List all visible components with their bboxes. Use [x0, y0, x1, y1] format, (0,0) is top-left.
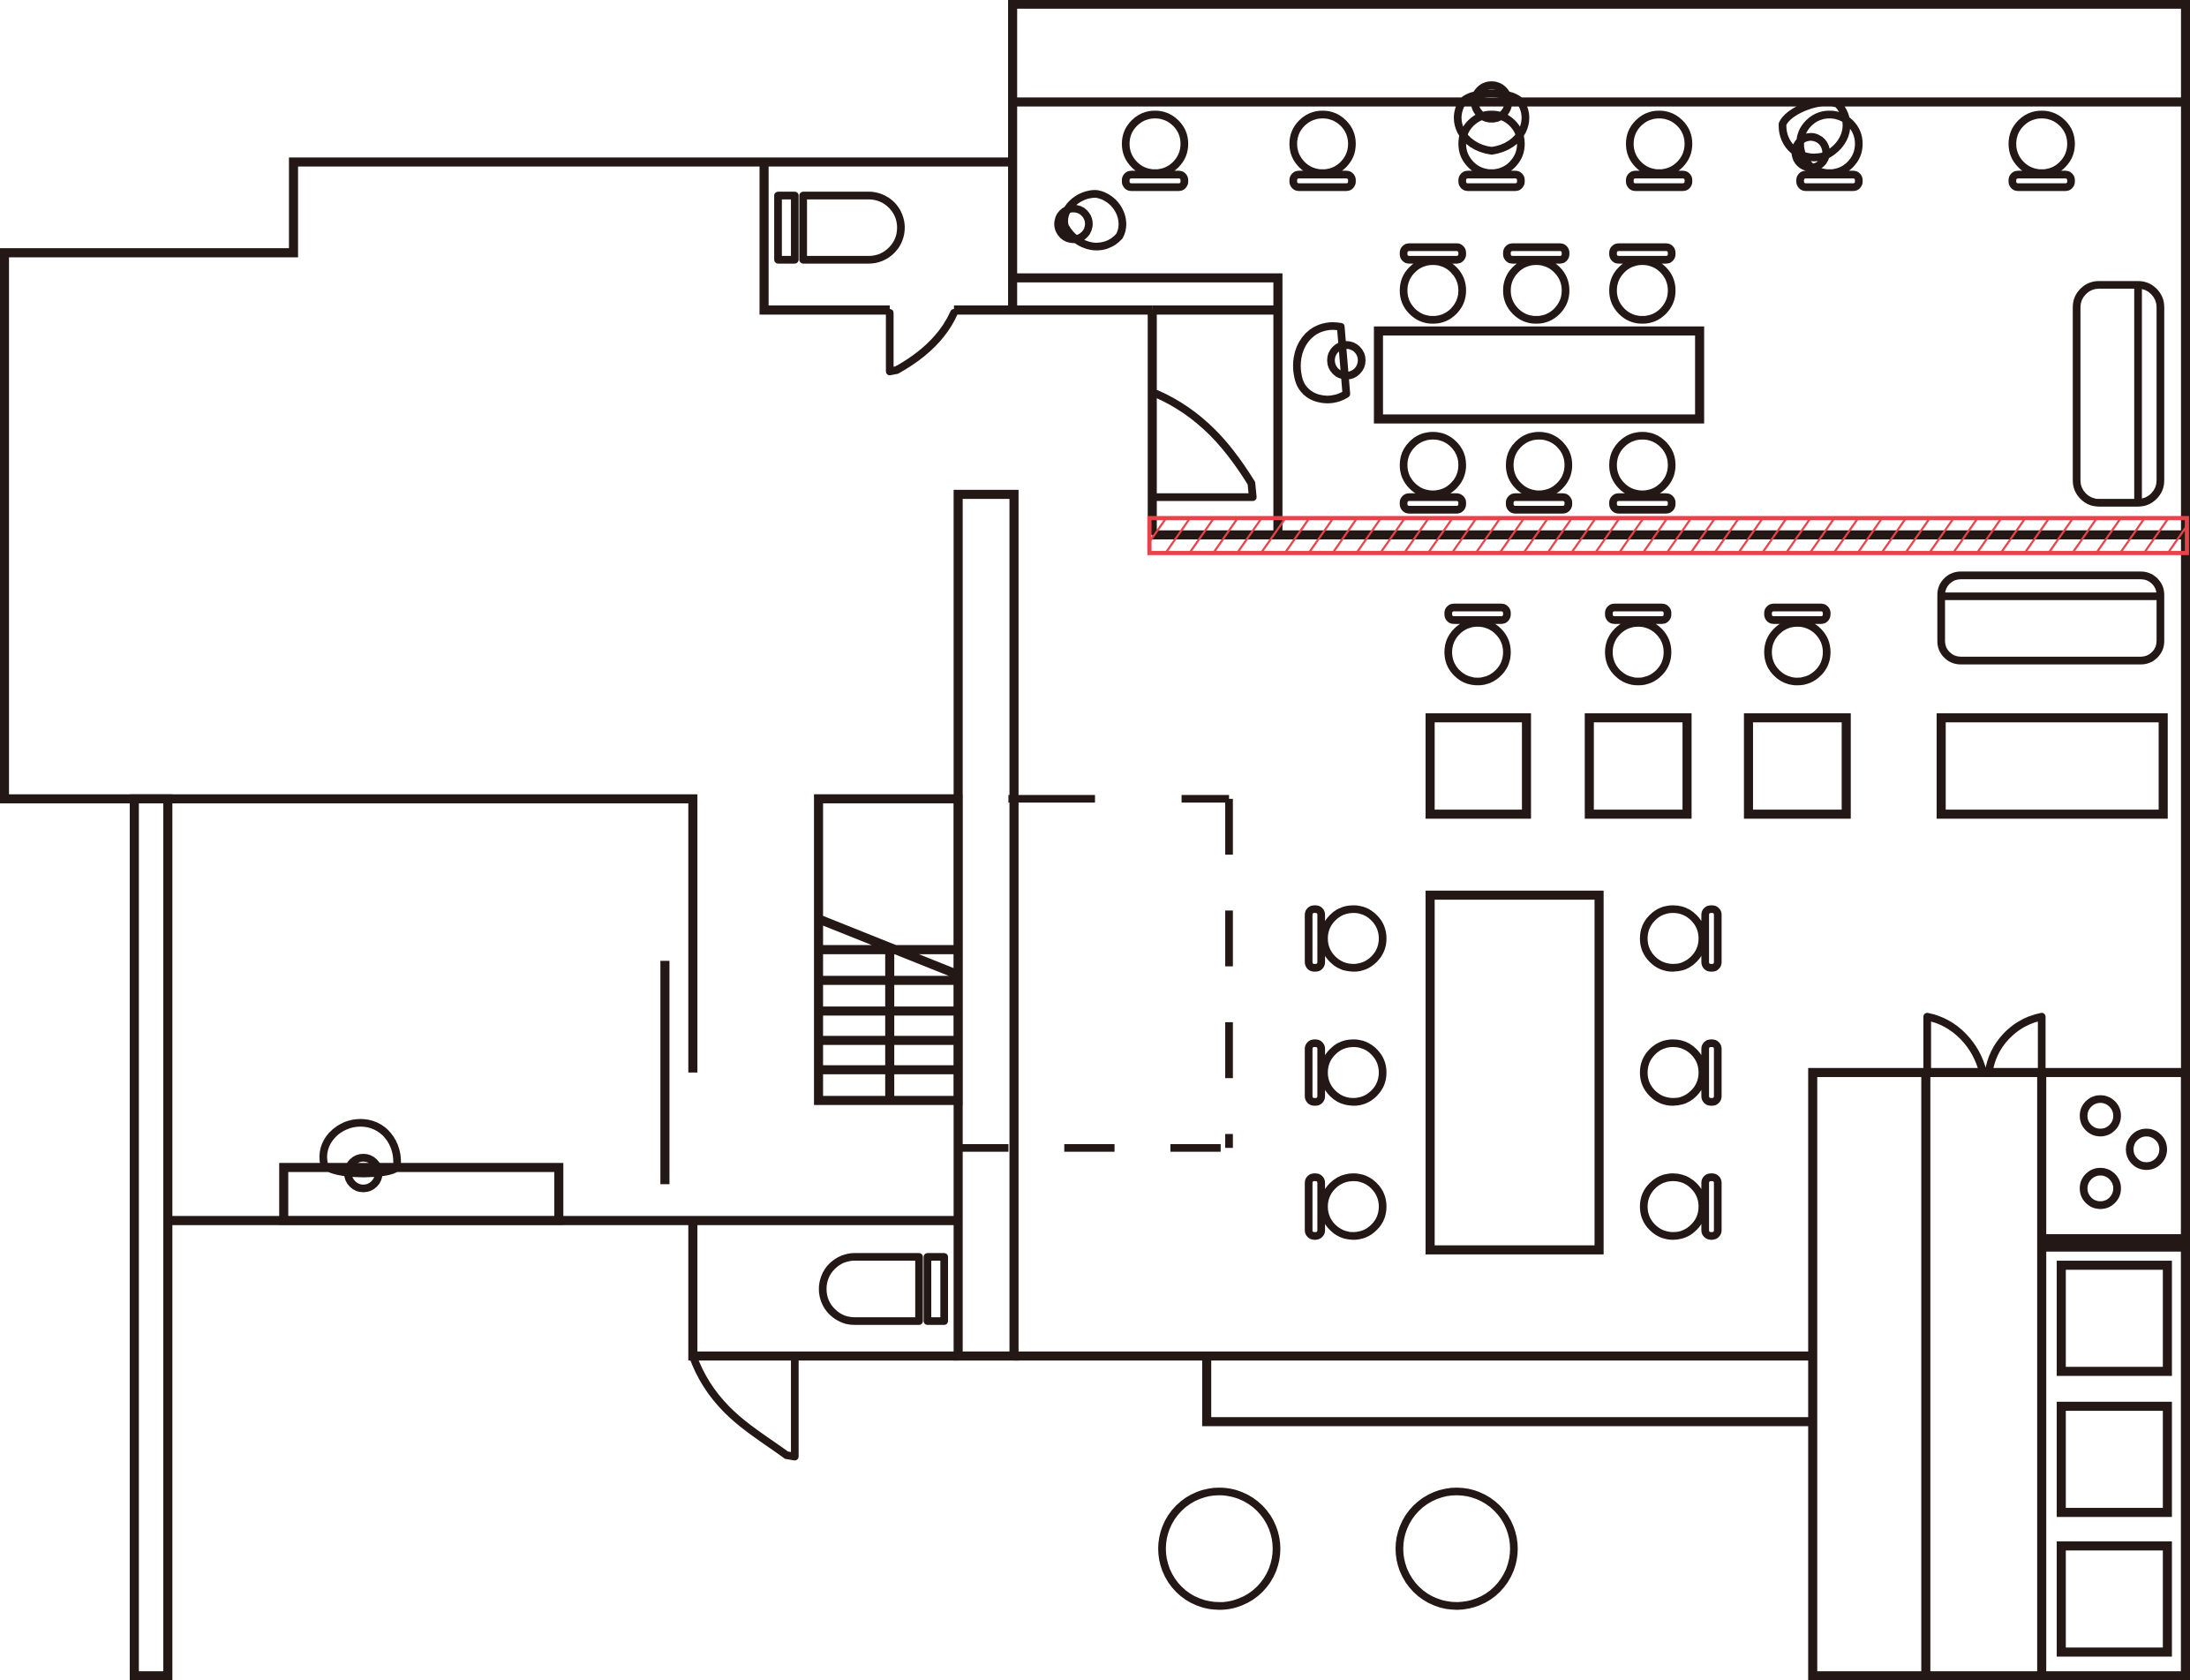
- central-column-wall: [953, 489, 1019, 1361]
- stove: [2080, 1095, 2167, 1209]
- door-corridor: [1152, 389, 1257, 501]
- toilet-bottom: [818, 1253, 949, 1325]
- sofa-vertical: [2073, 281, 2164, 507]
- top-right-outer-wall: [1008, 0, 2190, 1676]
- dining-table: [1305, 890, 1722, 1254]
- counter-ledge: [1012, 273, 1283, 535]
- door-bottom: [689, 1352, 799, 1461]
- highlight-box[interactable]: [1147, 516, 2189, 555]
- sofa-horizontal: [1937, 571, 2164, 665]
- kitchen-block: [1808, 1067, 2190, 1680]
- highlighted-wall-region[interactable]: [1147, 516, 2189, 555]
- stool: [1121, 110, 1189, 192]
- stool: [1458, 110, 1525, 192]
- people: [319, 81, 1851, 1193]
- toilet-top: [774, 192, 905, 264]
- stool: [1289, 110, 1356, 192]
- coffee-table: [1936, 712, 2168, 819]
- top-restroom-wall: [759, 162, 890, 315]
- bar-stools-top: [1121, 110, 2075, 192]
- person-icon: [1054, 190, 1126, 251]
- cabinets: [2057, 1261, 2172, 1657]
- bench: [279, 1163, 564, 1225]
- left-block-wall: [0, 157, 1013, 1073]
- doors: [689, 308, 2046, 1461]
- left-column: [130, 794, 173, 1680]
- door-kitchen-right: [1984, 1013, 2046, 1077]
- person-icon: [319, 1119, 402, 1193]
- meeting-table-top: [1373, 243, 1705, 514]
- staircase: [814, 794, 963, 1105]
- dashed-zone: [958, 795, 1233, 1152]
- person-icon: [1292, 322, 1366, 403]
- stool: [2008, 110, 2075, 192]
- person-icon: [1779, 98, 1851, 172]
- bar-counter: [1201, 1356, 1813, 1427]
- door-kitchen-left: [1923, 1013, 1987, 1077]
- door-top-restroom: [885, 308, 959, 376]
- stool: [1626, 110, 1693, 192]
- round-tables: [1158, 1488, 1518, 1610]
- cafe-row: [1426, 603, 2168, 819]
- person-icon: [1454, 81, 1530, 155]
